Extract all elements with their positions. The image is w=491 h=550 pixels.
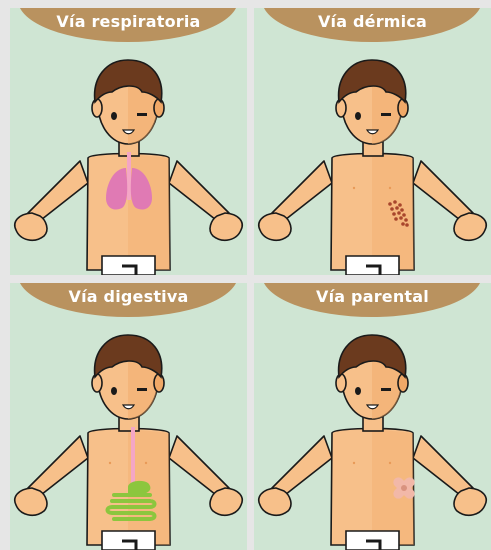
panel-title: Vía parental bbox=[254, 287, 491, 306]
child-figure-digestive bbox=[10, 283, 247, 550]
panel-respiratory: Vía respiratoria bbox=[10, 8, 247, 275]
panel-digestive: Vía digestiva bbox=[10, 283, 247, 550]
child-figure-parental bbox=[254, 283, 491, 550]
child-body bbox=[259, 335, 486, 550]
child-body bbox=[259, 60, 486, 275]
panel-title: Vía digestiva bbox=[10, 287, 247, 306]
panel-title: Vía dérmica bbox=[254, 12, 491, 31]
child-figure-respiratory bbox=[10, 8, 247, 275]
panel-parental: Vía parental bbox=[254, 283, 491, 550]
panel-dermal: Vía dérmica bbox=[254, 8, 491, 275]
panel-title: Vía respiratoria bbox=[10, 12, 247, 31]
child-figure-dermal bbox=[254, 8, 491, 275]
